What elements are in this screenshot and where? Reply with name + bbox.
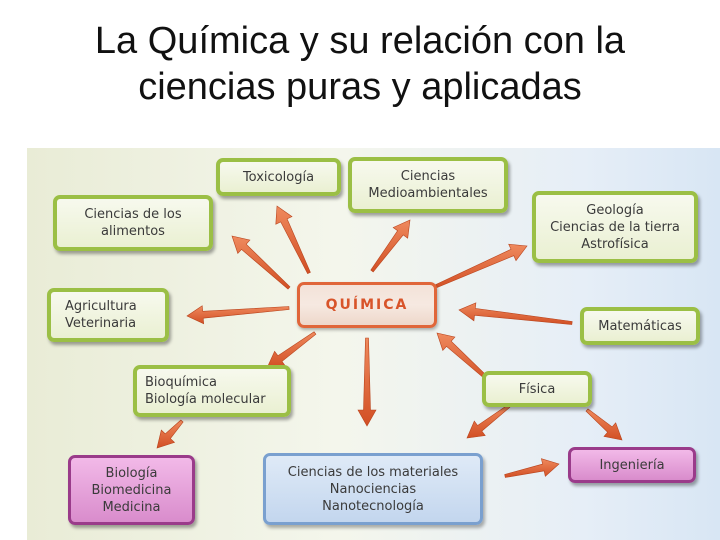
geologia-line-1: Geología — [586, 202, 644, 218]
node-fisica: Física — [482, 371, 592, 407]
arrow-to-toxicologia — [275, 205, 311, 274]
node-alimentos: Ciencias de los alimentos — [53, 195, 213, 251]
ingenieria-line-1: Ingeniería — [599, 457, 665, 473]
matematicas-line-1: Matemáticas — [598, 318, 682, 334]
biologia-line-3: Medicina — [102, 499, 161, 515]
arrow-fisica-to-materiales — [466, 404, 511, 439]
arrow-to-materiales — [357, 337, 377, 427]
arrow-to-bioquimica — [266, 331, 317, 369]
materiales-line-2: Nanociencias — [329, 481, 417, 497]
bioquimica-line-2: Biología molecular — [145, 392, 266, 407]
title-line-2: ciencias puras y aplicadas — [138, 66, 582, 108]
node-toxicologia: Toxicología — [216, 158, 341, 196]
bioquimica-line-1: Bioquímica — [145, 375, 217, 390]
fisica-line-1: Física — [518, 381, 556, 397]
geologia-line-2: Ciencias de la tierra — [550, 219, 680, 235]
node-agricultura: Agricultura Veterinaria — [47, 288, 169, 342]
materiales-line-3: Nanotecnología — [322, 498, 424, 514]
arrow-to-medioambientales — [370, 219, 411, 273]
node-matematicas: Matemáticas — [580, 307, 700, 345]
arrow-to-geologia — [431, 243, 528, 290]
arrow-to-agricultura — [186, 305, 290, 325]
node-quimica: QUÍMICA — [297, 282, 437, 328]
arrow-from-matematicas — [458, 302, 573, 325]
node-medioambientales: Ciencias Medioambientales — [348, 157, 508, 213]
toxicologia-line-1: Toxicología — [242, 169, 315, 185]
alimentos-line-1: Ciencias de los — [84, 207, 182, 222]
biologia-line-2: Biomedicina — [91, 482, 172, 498]
node-bioquimica: Bioquímica Biología molecular — [133, 365, 291, 417]
agricultura-line-2: Veterinaria — [65, 316, 137, 331]
slide-title: La Química y su relación con la ciencias… — [0, 18, 720, 110]
title-line-1: La Química y su relación con la — [94, 20, 626, 62]
arrow-to-alimentos — [231, 235, 291, 290]
node-biologia: Biología Biomedicina Medicina — [68, 455, 195, 525]
arrows-layer — [156, 205, 623, 478]
biologia-line-1: Biología — [105, 465, 158, 481]
materiales-line-1: Ciencias de los materiales — [287, 464, 459, 480]
arrow-to-ingenieria — [504, 458, 560, 478]
geologia-line-3: Astrofísica — [581, 236, 649, 252]
medioambientales-line-1: Ciencias — [400, 169, 456, 184]
medioambientales-line-2: Medioambientales — [368, 186, 488, 201]
arrow-fisica-to-ingenieria — [585, 408, 623, 441]
node-materiales: Ciencias de los materiales Nanociencias … — [263, 453, 483, 525]
alimentos-line-2: alimentos — [101, 224, 165, 239]
agricultura-line-1: Agricultura — [65, 299, 137, 314]
quimica-label: QUÍMICA — [325, 296, 409, 313]
arrow-to-biologia — [156, 419, 184, 449]
chemistry-relations-diagram: QUÍMICA Toxicología Ciencias Medioambien… — [27, 148, 720, 540]
node-geologia: Geología Ciencias de la tierra Astrofísi… — [532, 191, 698, 263]
node-ingenieria: Ingeniería — [568, 447, 696, 483]
